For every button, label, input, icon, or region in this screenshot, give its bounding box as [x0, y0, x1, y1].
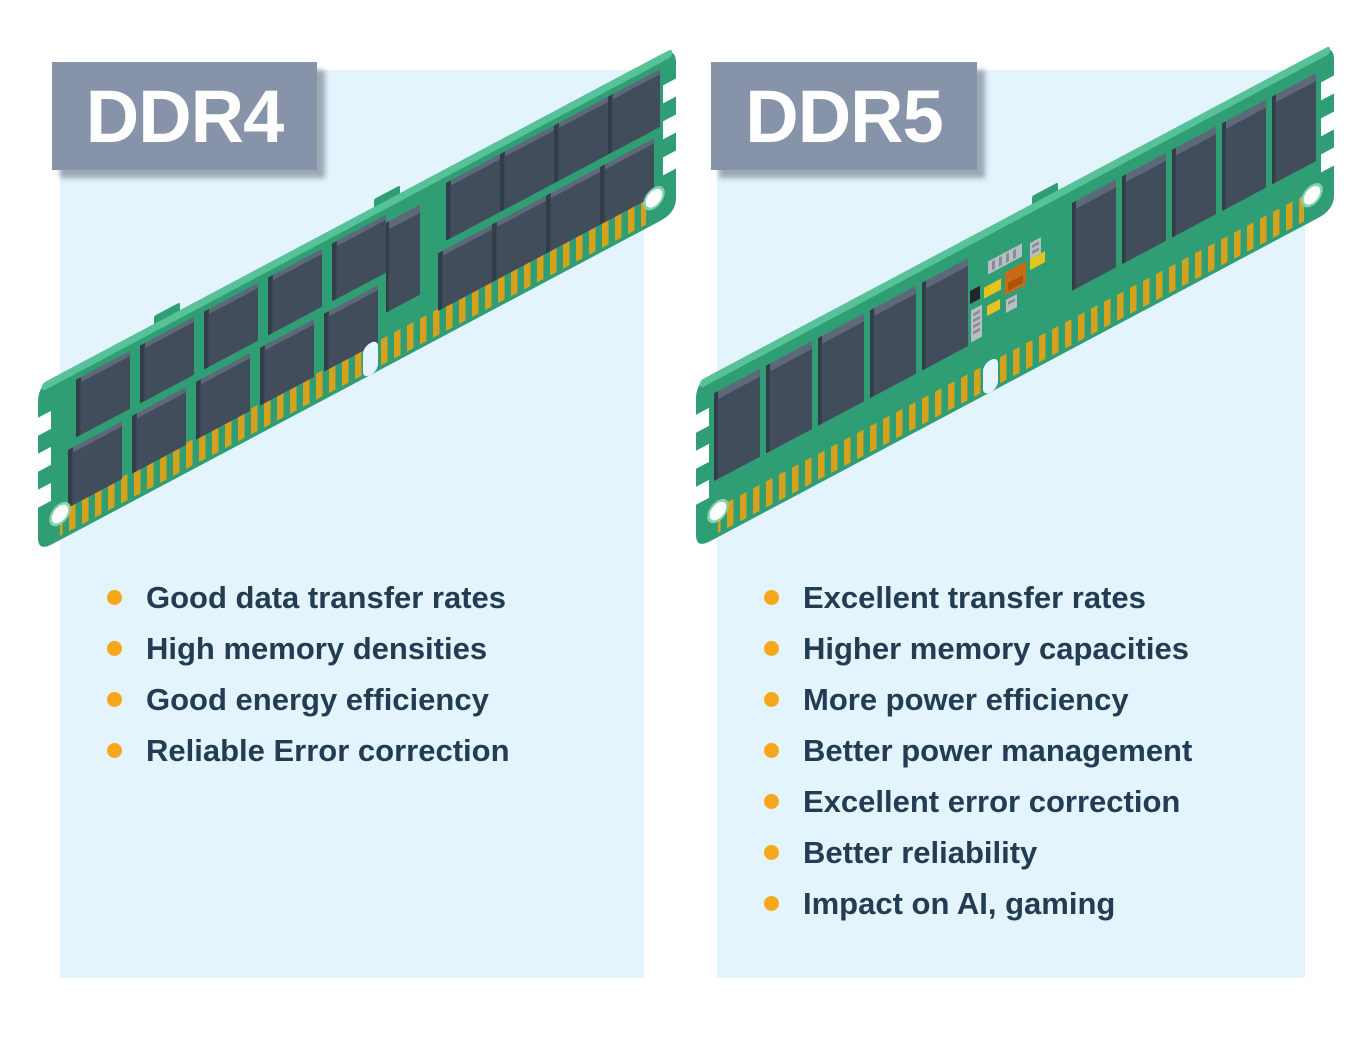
feature-item: Impact on AI, gaming — [717, 878, 1305, 929]
feature-text: Better reliability — [803, 834, 1038, 870]
feature-text: Excellent error correction — [803, 783, 1181, 819]
feature-text: Good energy efficiency — [146, 681, 489, 717]
screw-hole — [1301, 183, 1323, 208]
feature-item: Better power management — [717, 725, 1305, 776]
feature-text: Good data transfer rates — [146, 579, 507, 615]
ddr4-label-box: DDR4 — [52, 62, 317, 170]
feature-text: Reliable Error correction — [146, 732, 510, 768]
ddr5-label-box: DDR5 — [711, 62, 977, 170]
bullet-icon — [764, 794, 779, 809]
bullet-icon — [764, 641, 779, 656]
feature-item: More power efficiency — [717, 674, 1305, 725]
feature-text: Better power management — [803, 732, 1193, 768]
gold-pins — [60, 198, 646, 537]
feature-item: Good energy efficiency — [60, 674, 644, 725]
gold-pins — [718, 195, 1304, 534]
pmic-cluster — [970, 237, 1045, 343]
ddr5-memory-module-illustration — [696, 46, 1334, 544]
feature-item: Better reliability — [717, 827, 1305, 878]
feature-item: Higher memory capacities — [717, 623, 1305, 674]
screw-hole — [643, 186, 665, 211]
feature-text: Higher memory capacities — [803, 630, 1189, 666]
bullet-icon — [764, 743, 779, 758]
screw-hole — [707, 498, 729, 524]
bullet-icon — [764, 590, 779, 605]
ddr5-label: DDR5 — [745, 74, 943, 158]
feature-item: High memory densities — [60, 623, 644, 674]
ddr4-label: DDR4 — [85, 74, 284, 158]
feature-item: Excellent transfer rates — [717, 572, 1305, 623]
bullet-icon — [107, 641, 122, 656]
bullet-icon — [764, 692, 779, 707]
bullet-icon — [107, 590, 122, 605]
bullet-icon — [764, 896, 779, 911]
feature-text: More power efficiency — [803, 681, 1129, 717]
key-notch — [983, 358, 998, 394]
feature-item: Good data transfer rates — [60, 572, 644, 623]
key-notch — [363, 341, 378, 377]
feature-item: Reliable Error correction — [60, 725, 644, 776]
register-chip — [386, 204, 420, 313]
bullet-icon — [107, 743, 122, 758]
screw-hole — [49, 501, 71, 527]
ddr4-memory-module-illustration — [38, 49, 676, 547]
feature-text: High memory densities — [146, 630, 488, 666]
feature-text: Excellent transfer rates — [803, 579, 1146, 615]
feature-item: Excellent error correction — [717, 776, 1305, 827]
bullet-icon — [764, 845, 779, 860]
feature-text: Impact on AI, gaming — [803, 885, 1116, 921]
bullet-icon — [107, 692, 122, 707]
